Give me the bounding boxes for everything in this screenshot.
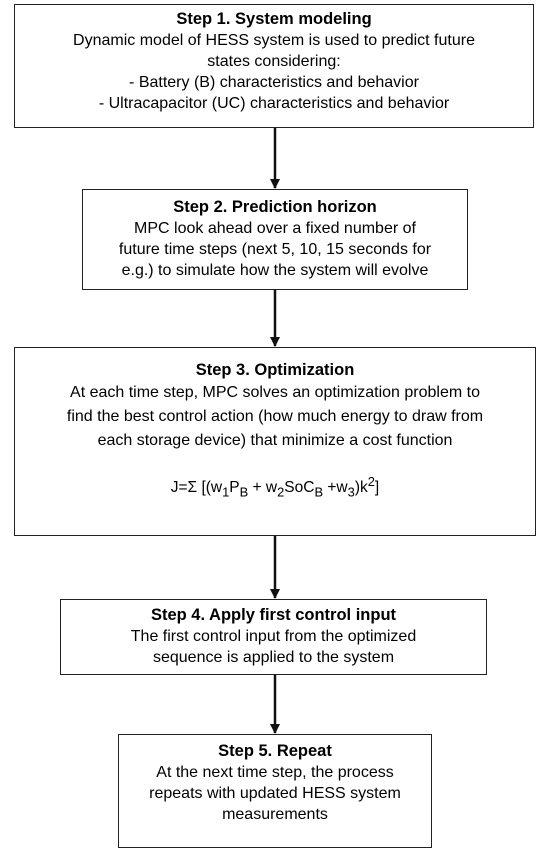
step-2-box: Step 2. Prediction horizon MPC look ahea… [82,189,468,290]
step-4-title: Step 4. Apply first control input [150,606,397,624]
formula-part: SoC [284,479,315,497]
step-5-box: Step 5. Repeat At the next time step, th… [118,734,432,848]
step-5-line-1: At the next time step, the process [156,764,394,781]
step-5-line-2: repeats with updated HESS system [149,785,401,802]
formula-subscript: B [314,484,324,500]
step-1-line-4: - Ultracapacitor (UC) characteristics an… [98,95,450,112]
formula-part: )k [354,479,368,497]
step-1-line-2: states considering: [207,53,341,70]
formula-part: P [229,479,240,497]
step-5-title: Step 5. Repeat [218,742,332,760]
step-3-line-1: At each time step, MPC solves an optimiz… [70,384,480,401]
step-2-line-2: future time steps (next 5, 10, 15 second… [118,241,432,258]
step-1-line-3: - Battery (B) characteristics and behavi… [129,74,419,91]
step-3-title: Step 3. Optimization [195,361,355,379]
step-3-box: Step 3. Optimization At each time step, … [14,347,536,536]
cost-function-formula: J=Σ [(w1PB + w2SoCB +w3)k2] [15,470,535,504]
formula-part: ] [374,479,380,497]
step-2-line-1: MPC look ahead over a fixed number of [134,220,416,237]
formula-part: J=Σ [(w [170,479,223,497]
step-4-box: Step 4. Apply first control input The fi… [60,599,487,675]
formula-subscript: 1 [222,484,230,500]
formula-part: +w [323,479,348,497]
step-4-line-2: sequence is applied to the system [152,649,395,666]
step-4-line-1: The first control input from the optimiz… [130,628,417,645]
step-1-line-1: Dynamic model of HESS system is used to … [73,32,475,49]
formula-subscript: 2 [277,484,285,500]
formula-subscript: B [239,484,249,500]
step-1-title: Step 1. System modeling [176,10,372,28]
formula-superscript: 2 [367,474,375,489]
step-3-line-3: each storage device) that minimize a cos… [97,432,453,449]
step-3-line-2: find the best control action (how much e… [66,408,484,425]
step-1-box: Step 1. System modeling Dynamic model of… [14,4,534,128]
formula-subscript: 3 [347,484,355,500]
formula-part: + w [248,479,278,497]
step-5-line-3: measurements [222,806,328,823]
step-2-title: Step 2. Prediction horizon [173,198,377,216]
step-2-line-3: e.g.) to simulate how the system will ev… [121,262,429,279]
